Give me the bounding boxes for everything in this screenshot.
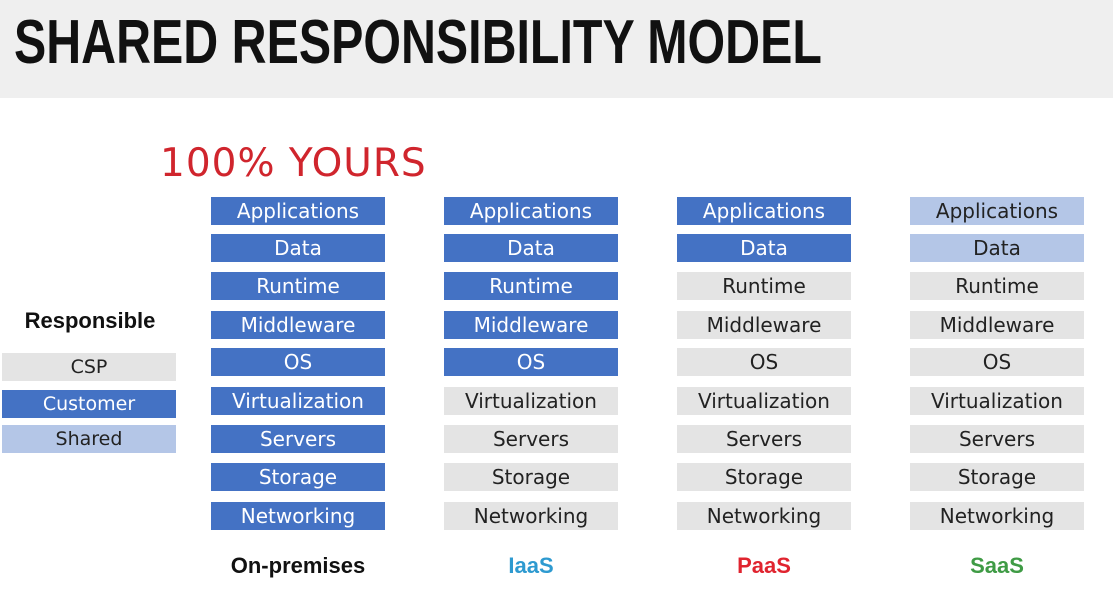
layer-virtualization: Virtualization: [211, 387, 385, 415]
layer-runtime: Runtime: [677, 272, 851, 300]
annotation-100-percent-yours: 100% YOURS: [160, 141, 427, 186]
layer-virtualization: Virtualization: [910, 387, 1084, 415]
layer-storage: Storage: [677, 463, 851, 491]
page-title: SHARED RESPONSIBILITY MODEL: [14, 8, 822, 77]
layer-data: Data: [910, 234, 1084, 262]
layer-os: OS: [910, 348, 1084, 376]
layer-servers: Servers: [677, 425, 851, 453]
layer-runtime: Runtime: [444, 272, 618, 300]
layer-data: Data: [444, 234, 618, 262]
layer-runtime: Runtime: [211, 272, 385, 300]
layer-data: Data: [677, 234, 851, 262]
layer-applications: Applications: [677, 197, 851, 225]
column-label-saas: SaaS: [970, 553, 1024, 578]
layer-os: OS: [677, 348, 851, 376]
layer-runtime: Runtime: [910, 272, 1084, 300]
layer-networking: Networking: [211, 502, 385, 530]
column-label-paas: PaaS: [737, 553, 791, 578]
layer-storage: Storage: [910, 463, 1084, 491]
layer-servers: Servers: [910, 425, 1084, 453]
layer-middleware: Middleware: [677, 311, 851, 339]
layer-applications: Applications: [211, 197, 385, 225]
layer-applications: Applications: [910, 197, 1084, 225]
layer-storage: Storage: [444, 463, 618, 491]
legend-title: Responsible: [24, 308, 156, 333]
layer-middleware: Middleware: [910, 311, 1084, 339]
layer-virtualization: Virtualization: [444, 387, 618, 415]
layer-servers: Servers: [211, 425, 385, 453]
legend-item-csp: CSP: [2, 353, 176, 381]
layer-middleware: Middleware: [211, 311, 385, 339]
layer-networking: Networking: [910, 502, 1084, 530]
layer-data: Data: [211, 234, 385, 262]
layer-servers: Servers: [444, 425, 618, 453]
column-label-iaas: IaaS: [508, 553, 554, 578]
column-label-on-premises: On-premises: [230, 553, 366, 578]
layer-middleware: Middleware: [444, 311, 618, 339]
layer-networking: Networking: [677, 502, 851, 530]
legend-item-customer: Customer: [2, 390, 176, 418]
layer-virtualization: Virtualization: [677, 387, 851, 415]
layer-networking: Networking: [444, 502, 618, 530]
layer-os: OS: [211, 348, 385, 376]
layer-storage: Storage: [211, 463, 385, 491]
legend-item-shared: Shared: [2, 425, 176, 453]
title-banner: SHARED RESPONSIBILITY MODEL: [0, 0, 1113, 98]
layer-os: OS: [444, 348, 618, 376]
layer-applications: Applications: [444, 197, 618, 225]
